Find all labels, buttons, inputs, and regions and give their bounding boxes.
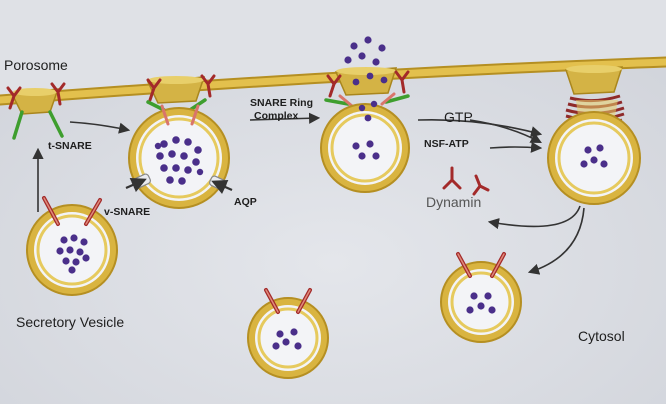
label-gtp: GTP — [444, 109, 473, 125]
label-v-snare: v-SNARE — [104, 206, 150, 218]
arrow-gtp — [469, 119, 542, 144]
granules-vesicle-1 — [56, 234, 90, 274]
label-nsf-atp: NSF-ATP — [424, 138, 469, 150]
recycled-vesicle-right — [440, 261, 522, 343]
porosome-cup-3 — [334, 67, 398, 96]
label-secretory-vesicle: Secretory Vesicle — [16, 314, 124, 330]
recycled-vesicle-center — [247, 297, 329, 379]
granules-recycled-center — [272, 328, 302, 350]
porosome-cup-2 — [146, 76, 206, 104]
arrow-to-docking — [69, 121, 131, 134]
fusing-vesicle — [320, 103, 410, 193]
porosome-cup-4 — [564, 65, 624, 95]
label-dynamin: Dynamin — [426, 194, 481, 210]
arrow-aqp-right — [211, 179, 233, 195]
docking-vesicle — [128, 107, 230, 209]
plasma-membrane-inner — [0, 58, 666, 104]
snare-ring-orange — [338, 92, 396, 108]
t-snare-left — [6, 82, 66, 110]
t-snare-fusion — [326, 70, 410, 98]
arrow-recycle-up — [487, 205, 581, 230]
v-snare-vesicle-1 — [42, 196, 102, 226]
t-snare-green-left — [12, 110, 64, 140]
label-snare-ring-2: Complex — [254, 110, 299, 122]
dynamin-molecules — [442, 166, 490, 196]
label-t-snare: t-SNARE — [48, 140, 92, 152]
t-snare-docking — [146, 74, 216, 102]
v-snare-recycled-right — [456, 252, 506, 278]
released-granules — [344, 36, 388, 86]
v-snare-docking-vesicle — [160, 104, 200, 126]
arrow-aqp-left — [125, 177, 147, 193]
granules-fusing-vesicle — [352, 100, 380, 160]
flow-arrows — [32, 112, 585, 275]
arrow-to-dynamin-1 — [417, 118, 543, 138]
snare-ring-complex — [324, 94, 410, 106]
label-snare-ring-1: SNARE Ring — [250, 97, 313, 109]
arrow-recycle-down — [527, 207, 585, 275]
label-cytosol: Cytosol — [578, 328, 625, 344]
arrow-nsf — [489, 141, 543, 153]
granules-docking-vesicle — [154, 136, 204, 185]
granules-recycled-right — [466, 292, 496, 314]
granules-dynamin-vesicle — [580, 144, 608, 168]
label-aqp: AQP — [234, 196, 257, 208]
label-porosome: Porosome — [4, 57, 68, 73]
extracellular-space — [0, 0, 666, 98]
v-snare-recycled-center — [264, 288, 312, 314]
arrow-to-fusion — [249, 112, 321, 124]
